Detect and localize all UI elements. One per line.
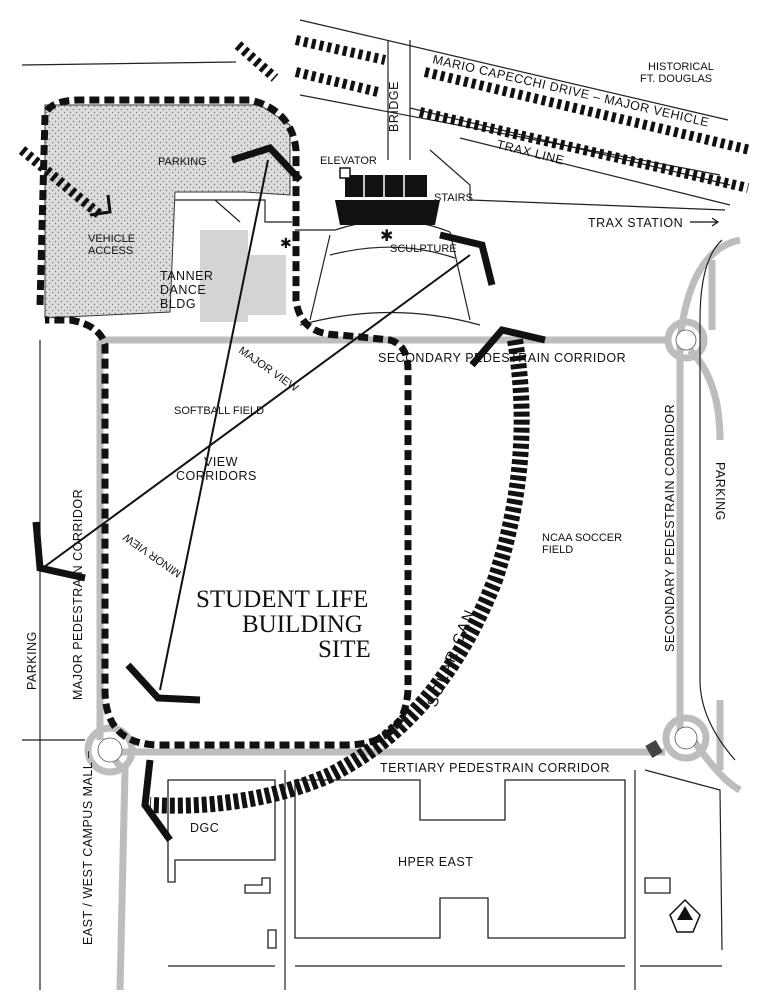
mario-capecchi-drive: [21, 19, 731, 206]
west-campus-mall-label: EAST / WEST CAMPUS MALL –: [81, 751, 95, 945]
view-label: VIEW: [204, 455, 238, 469]
trax-station-arrow: [690, 217, 720, 227]
parking-stripes-top: [234, 35, 752, 193]
hper-east-building: [294, 779, 626, 939]
sculpture-star-icon: ✱: [380, 228, 393, 245]
student-life-label-1: STUDENT LIFE: [196, 586, 368, 613]
major-corridor-left-label: MAJOR PEDESTRAIN CORRIDOR: [71, 489, 85, 700]
student-life-label-2: BUILDING: [242, 611, 363, 638]
elevator-label: ELEVATOR: [320, 155, 377, 167]
historical-label: HISTORICAL: [648, 61, 714, 73]
dance-label: DANCE: [160, 283, 206, 297]
bldg-label: BLDG: [160, 297, 196, 311]
softball-label: SOFTBALL FIELD: [174, 405, 264, 417]
gate-marker: [645, 739, 663, 759]
roundabout-top-right: [664, 318, 708, 362]
tanner-dance-building: [175, 199, 292, 322]
minor-view-label: MINOR VIEW: [121, 530, 184, 579]
sculpture-label: SCULPTURE: [390, 243, 457, 255]
view-corridor-lines: [39, 159, 471, 691]
ncaa-label: NCAA SOCCER: [542, 532, 622, 544]
access-label: ACCESS: [88, 245, 133, 257]
secondary-corridor-top-label: SECONDARY PEDESTRAIN CORRIDOR: [378, 351, 626, 365]
hper-east-label: HPER EAST: [398, 855, 473, 869]
solar-can-label: SOLAR CAN: [424, 606, 479, 709]
secondary-corridor-right-label: SECONDARY PEDESTRAIN CORRIDOR: [663, 404, 677, 652]
small-star-icon: ✱: [280, 235, 292, 251]
tertiary-corridor-label: TERTIARY PEDESTRAIN CORRIDOR: [380, 761, 610, 775]
corridors-label: CORRIDORS: [176, 469, 257, 483]
roundabout-bottom-right: [662, 714, 710, 762]
parking-right-label: PARKING: [713, 462, 727, 521]
vehicle-access-arrow: [89, 194, 112, 217]
student-life-label-3: SITE: [318, 636, 371, 663]
west-street: [22, 340, 85, 990]
trax-station-label: TRAX STATION: [588, 216, 683, 230]
field-label: FIELD: [542, 544, 573, 556]
lower-blocks: [168, 769, 723, 990]
dgc-label: DGC: [190, 821, 219, 835]
ft-douglas-label: FT. DOUGLAS: [640, 73, 712, 85]
roundabout-bottom-left: [84, 724, 136, 776]
major-view-label: MAJOR VIEW: [236, 345, 300, 395]
elevator-box: [339, 167, 351, 179]
student-life-site-boundary: [36, 96, 412, 749]
east-parking-road: [699, 239, 736, 761]
vehicle-access-hatch: [18, 146, 104, 219]
bridge: [387, 40, 411, 160]
parking-top-label: PARKING: [158, 156, 207, 168]
tanner-label: TANNER: [160, 269, 213, 283]
bridge-label: BRIDGE: [387, 81, 401, 132]
north-arrow-icon: [669, 898, 701, 933]
parking-left-label: PARKING: [25, 631, 39, 690]
view-chevrons: [32, 143, 546, 843]
vehicle-label: VEHICLE: [88, 233, 135, 245]
stairs: [335, 175, 440, 225]
stairs-label: STAIRS: [434, 192, 473, 204]
